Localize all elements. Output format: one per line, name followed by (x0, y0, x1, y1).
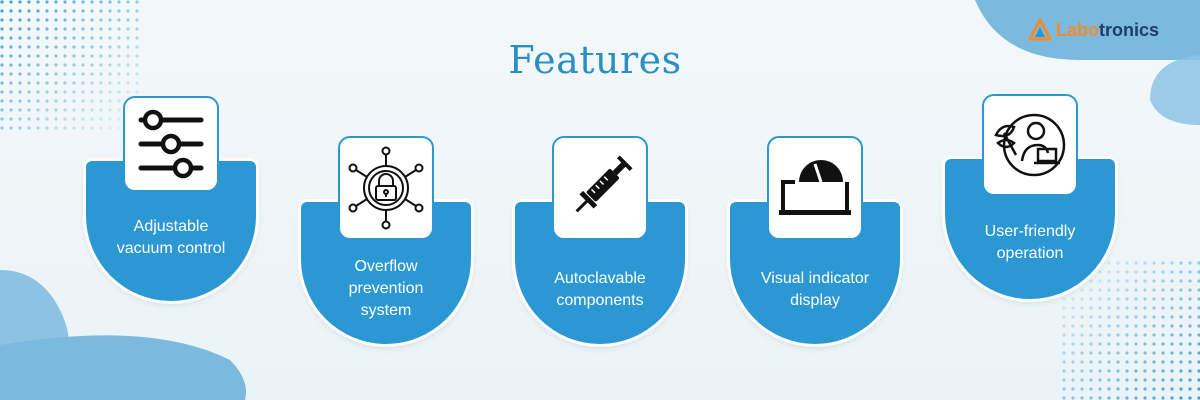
feature-icon-box (767, 136, 863, 240)
user-laptop-icon (994, 113, 1066, 177)
brand-name-prefix: Labo (1056, 19, 1099, 40)
feature-icon-box (552, 136, 648, 240)
feature-label: Adjustable vacuum control (94, 216, 248, 260)
feature-label-line: User-friendly (984, 223, 1076, 240)
gauge-display-icon (779, 160, 851, 215)
feature-label-line: prevention (348, 280, 424, 297)
feature-icon-box (338, 136, 434, 240)
brand-name-suffix: tronics (1099, 19, 1160, 40)
feature-label-line: vacuum control (116, 240, 226, 257)
feature-label-line: Autoclavable (554, 270, 646, 287)
page-title: Features (508, 38, 682, 82)
sliders-icon (138, 109, 204, 179)
feature-icon-box (123, 96, 219, 192)
feature-label-line: Adjustable (133, 218, 209, 235)
feature-label-line: operation (996, 245, 1064, 262)
brand-name: Labotronics (1056, 20, 1159, 41)
feature-label-line: display (790, 292, 840, 309)
feature-label-line: system (360, 302, 412, 319)
feature-label: User-friendly operation (953, 221, 1107, 265)
feature-label-line: Visual indicator (760, 270, 870, 287)
feature-label: Overflow prevention system (309, 256, 463, 322)
feature-label-line: Overflow (354, 258, 418, 275)
lock-network-icon (348, 146, 424, 230)
feature-label-line: components (556, 292, 644, 309)
syringe-icon (575, 155, 633, 213)
feature-icon-box (982, 94, 1078, 196)
feature-label: Visual indicator display (738, 268, 892, 312)
feature-label: Autoclavable components (523, 268, 677, 312)
logo-triangle-icon (1028, 18, 1052, 41)
brand-logo: Labotronics (1028, 16, 1159, 44)
